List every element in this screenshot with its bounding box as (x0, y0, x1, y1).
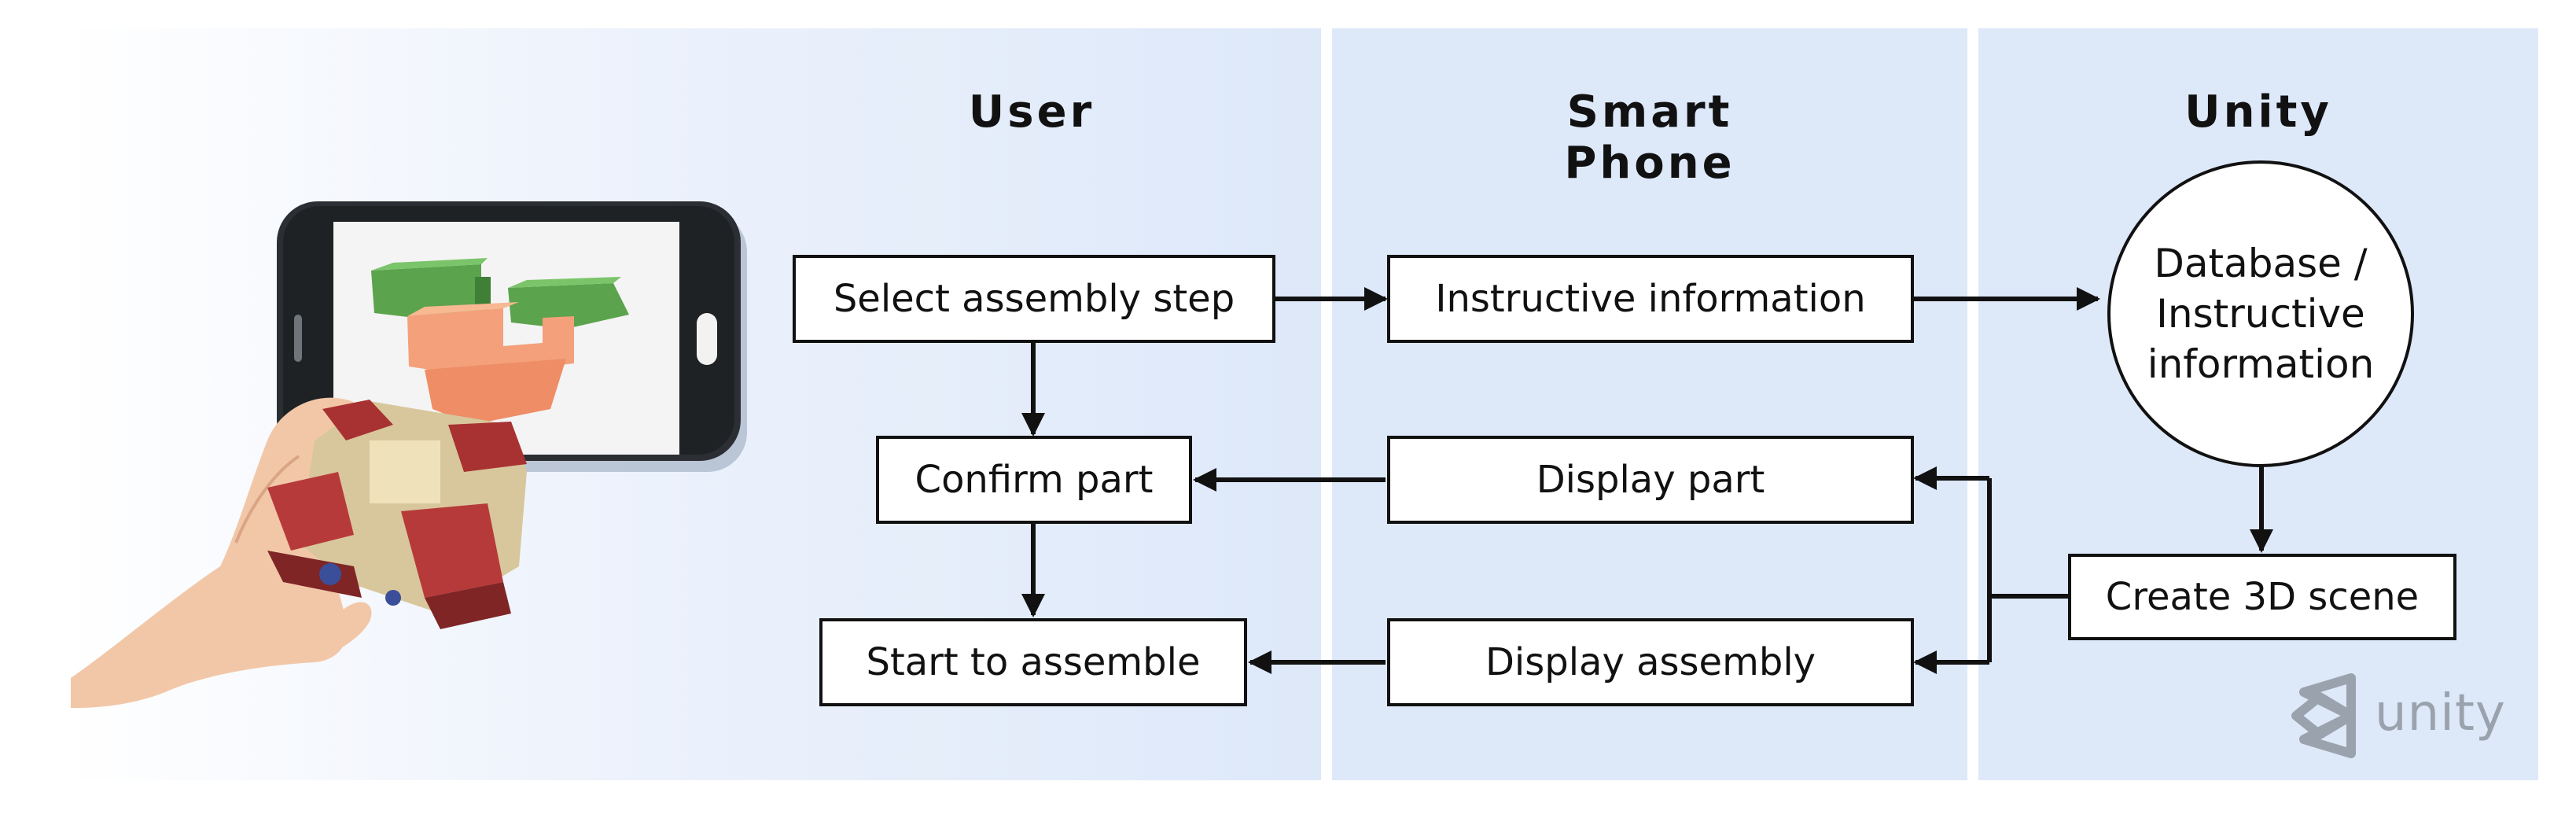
box-create-3d-scene: Create 3D scene (2068, 554, 2456, 640)
lane-title-user: User (968, 87, 1095, 138)
hand-holding-smartphone-ar-illustration (71, 201, 747, 708)
box-confirm-part: Confirm part (876, 436, 1192, 524)
box-select-assembly-step: Select assembly step (793, 255, 1275, 343)
node-database-label: Database / Instructive information (2147, 241, 2375, 387)
lane-title-smart-phone: Smart Phone (1564, 87, 1735, 189)
lane-title-unity: Unity (2184, 87, 2332, 138)
node-database-instructive-information: Database / Instructive information (2107, 160, 2414, 467)
box-start-to-assemble: Start to assemble (819, 618, 1247, 706)
unity-logo-text: unity (2375, 684, 2506, 742)
box-display-part: Display part (1387, 436, 1914, 524)
box-instructive-information: Instructive information (1387, 255, 1914, 343)
box-display-assembly: Display assembly (1387, 618, 1914, 706)
